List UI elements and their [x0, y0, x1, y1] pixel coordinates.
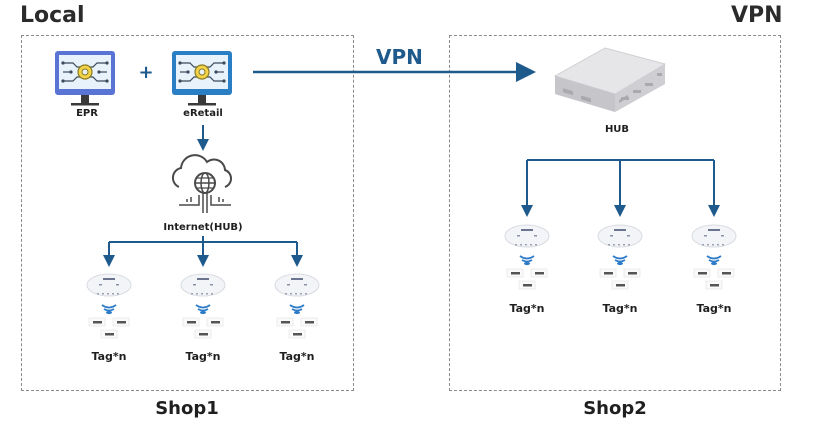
hub-device-icon	[553, 47, 667, 112]
shop2-access-point-1	[504, 224, 550, 290]
cloud-globe-icon	[171, 154, 232, 213]
shop2-branch-connector	[521, 159, 720, 217]
epr-monitor-icon	[54, 50, 116, 107]
shop2-tags-label-3: Tag*n	[696, 302, 732, 315]
shop1-tags-label-2: Tag*n	[185, 350, 221, 363]
local-title: Local	[20, 3, 85, 28]
vpn-link-label: VPN	[376, 45, 423, 69]
shop2-tags-label-1: Tag*n	[509, 302, 545, 315]
internet-hub-label: Internet(HUB)	[163, 222, 243, 233]
shop1-tags-label-1: Tag*n	[91, 350, 127, 363]
eretail-label: eRetail	[183, 108, 223, 119]
eretail-monitor-icon	[171, 50, 233, 107]
shop1-region	[21, 35, 354, 391]
plus-sign: +	[138, 62, 153, 83]
shop1-branch-connector	[103, 236, 303, 267]
shop2-tags-label-2: Tag*n	[602, 302, 638, 315]
vpn-title: VPN	[731, 3, 783, 28]
shop2-region	[449, 35, 781, 391]
epr-label: EPR	[76, 108, 98, 119]
shop1-access-point-1	[86, 273, 132, 339]
shop1-label: Shop1	[155, 398, 219, 419]
shop1-access-point-2	[180, 273, 226, 339]
shop1-access-point-3	[274, 273, 320, 339]
shop2-label: Shop2	[583, 398, 647, 419]
shop1-tags-label-3: Tag*n	[279, 350, 315, 363]
shop2-access-point-3	[691, 224, 737, 290]
hub-label: HUB	[604, 124, 630, 135]
shop2-access-point-2	[597, 224, 643, 290]
